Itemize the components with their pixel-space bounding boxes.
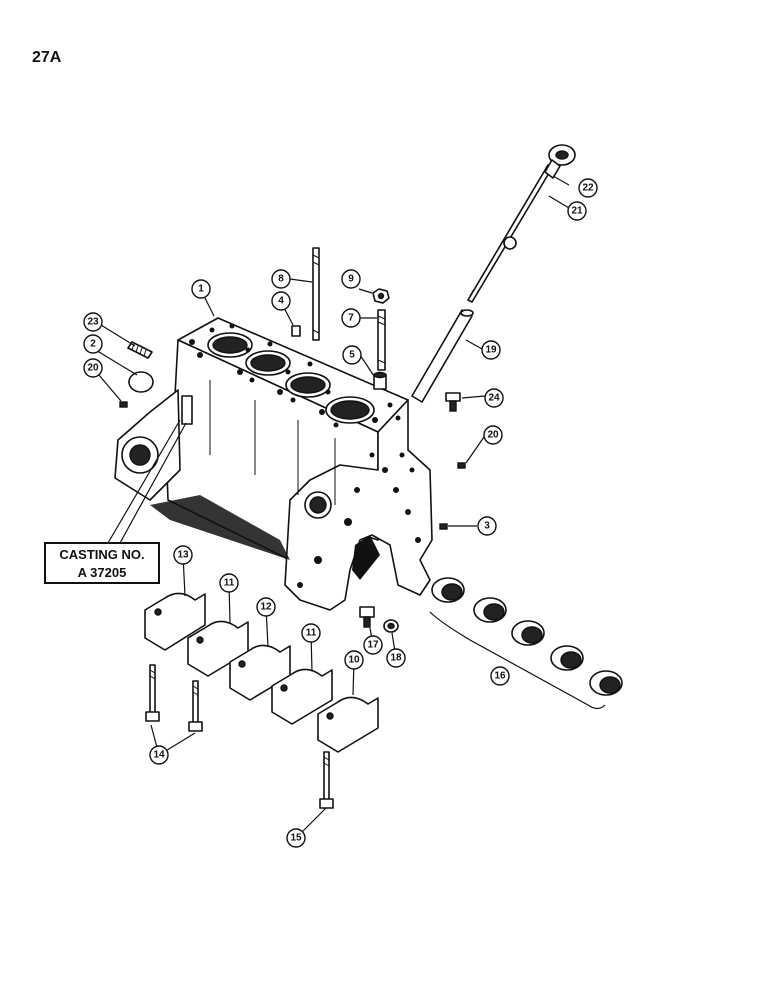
svg-text:2: 2 [90,339,96,350]
callout-10: 10 [344,650,364,670]
svg-text:1: 1 [198,284,204,295]
svg-text:3: 3 [484,521,490,532]
stud-part-7 [377,309,386,371]
svg-text:11: 11 [306,628,317,639]
callout-12: 12 [256,597,276,617]
callout-18: 18 [386,648,406,668]
svg-text:22: 22 [582,183,594,194]
callout-11: 11 [219,573,239,593]
callout-20: 20 [83,358,103,378]
callout-20-b: 20 [483,425,503,445]
callout-19: 19 [481,340,501,360]
callout-9: 9 [341,269,361,289]
callout-21: 21 [567,201,587,221]
casting-note-line1: CASTING NO. [59,547,144,562]
callout-5: 5 [342,345,362,365]
svg-text:12: 12 [260,602,272,613]
svg-text:21: 21 [571,206,583,217]
expansion-plug-part-2 [128,371,154,393]
svg-text:10: 10 [348,655,360,666]
callout-24: 24 [484,388,504,408]
washer-part-18 [383,619,399,633]
svg-text:5: 5 [349,350,355,361]
callout-8: 8 [271,269,291,289]
callout-17: 17 [363,635,383,655]
callout-13: 13 [173,545,193,565]
callout-1: 1 [191,279,211,299]
svg-text:16: 16 [494,671,506,682]
plug-part-3 [439,523,448,530]
svg-text:17: 17 [367,640,379,651]
callout-4: 4 [271,291,291,311]
svg-text:7: 7 [348,313,354,324]
callout-2: 2 [83,334,103,354]
main-bearings-part-16 [429,577,623,710]
dipstick-handle-part-22 [544,144,576,179]
engine-block [114,317,433,611]
svg-text:15: 15 [290,833,302,844]
cap-bolt-part-15 [319,751,334,809]
svg-text:9: 9 [348,274,354,285]
callout-22: 22 [578,178,598,198]
pipe-plug-part-20 [119,401,128,408]
callout-15: 15 [286,828,306,848]
svg-text:4: 4 [278,296,284,307]
callout-14: 14 [149,745,169,765]
stud-part-8 [312,247,320,341]
callout-23: 23 [83,312,103,332]
callout-7: 7 [341,308,361,328]
nut-part-9 [372,288,390,304]
svg-text:18: 18 [390,653,402,664]
casting-number-box: CASTING NO. A 37205 [44,542,160,584]
bearing-cap-part-11-b [271,668,333,725]
svg-text:20: 20 [487,430,499,441]
dipstick-part-21 [467,164,553,303]
svg-text:13: 13 [177,550,189,561]
dowel-part-4 [291,325,301,337]
cap-bolt-part-14-b [188,680,203,732]
cap-screw-part-17 [359,606,375,628]
svg-text:14: 14 [153,750,165,761]
svg-text:20: 20 [87,363,99,374]
svg-text:19: 19 [485,345,497,356]
callout-16: 16 [490,666,510,686]
drain-valve-part-24 [445,392,461,412]
callout-3: 3 [477,516,497,536]
bearing-cap-part-10 [317,696,379,753]
page-label: 27A [32,49,62,66]
pipe-plug-part-20-right [457,462,466,469]
callout-11-b: 11 [301,623,321,643]
svg-text:23: 23 [87,317,99,328]
bearing-cap-part-13 [144,592,206,651]
svg-text:11: 11 [224,578,235,589]
cap-bolt-part-14-a [145,664,160,722]
dipstick-tube-part-19 [411,309,474,403]
svg-text:24: 24 [488,393,500,404]
bushing-part-5 [373,371,387,390]
casting-note-line2: A 37205 [78,565,127,580]
svg-text:8: 8 [278,274,284,285]
